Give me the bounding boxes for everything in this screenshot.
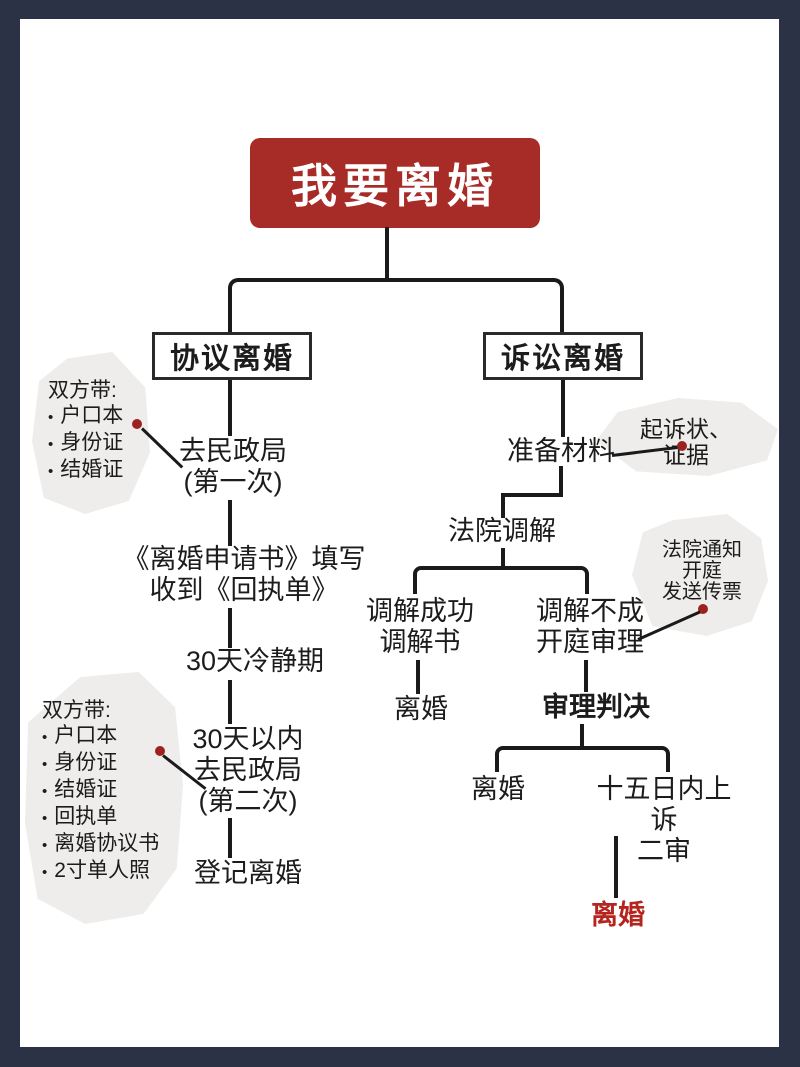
note-item: • 户口本 bbox=[42, 723, 159, 750]
connector-right-jog-v1 bbox=[559, 466, 563, 495]
connector-left-2 bbox=[228, 500, 232, 546]
note-dot-second bbox=[155, 746, 165, 756]
note-item-label: 结婚证 bbox=[54, 778, 118, 801]
bullet-icon: • bbox=[42, 864, 48, 881]
connector-right-2 bbox=[501, 548, 505, 566]
node-appeal-second-instance: 十五日内上诉 二审 bbox=[596, 774, 732, 866]
note-documents-first: 双方带: • 户口本 • 身份证 • 结婚证 bbox=[48, 378, 123, 484]
node-register-divorce: 登记离婚 bbox=[194, 858, 302, 888]
note-item-label: 2寸单人照 bbox=[54, 859, 150, 882]
node-final-divorce: 离婚 bbox=[591, 900, 645, 930]
note-item-list: • 户口本 • 身份证 • 结婚证 bbox=[48, 403, 123, 484]
node-agreement-divorce: 协议离婚 bbox=[152, 332, 312, 380]
node-civil-office-first: 去民政局 (第一次) bbox=[179, 436, 287, 497]
note-dot-court-notice bbox=[698, 604, 708, 614]
note-item: • 离婚协议书 bbox=[42, 831, 159, 858]
note-blob-top-left bbox=[32, 352, 150, 514]
node-prepare-materials: 准备材料 bbox=[507, 436, 615, 466]
note-item: • 身份证 bbox=[42, 750, 159, 777]
note-title: 双方带: bbox=[42, 699, 111, 722]
note-item-label: 离婚协议书 bbox=[54, 832, 160, 855]
connector-left-4 bbox=[228, 680, 232, 724]
note-court-notice: 法院通知 开庭 发送传票 bbox=[662, 539, 742, 603]
connector-appeal-down bbox=[614, 836, 618, 898]
node-judgment-divorce: 离婚 bbox=[471, 774, 525, 804]
note-blob-bottom-left bbox=[25, 672, 183, 924]
note-blob-court-notice bbox=[632, 514, 768, 636]
connector-right-jog-v2 bbox=[501, 495, 505, 518]
note-item: • 结婚证 bbox=[48, 457, 123, 484]
connector-split-main bbox=[228, 278, 564, 332]
node-application-form: 《离婚申请书》填写 收到《回执单》 bbox=[122, 544, 366, 605]
node-mediation-success: 调解成功 调解书 bbox=[366, 596, 474, 657]
note-item-label: 结婚证 bbox=[60, 458, 124, 481]
note-documents-second: 双方带: • 户口本 • 身份证 • 结婚证 • 回执单 • 离婚协议书 • 2寸单人照 bbox=[42, 698, 159, 885]
node-trial-judgment: 审理判决 bbox=[542, 692, 650, 722]
page-title: 我要离婚 bbox=[291, 160, 499, 212]
note-title: 双方带: bbox=[48, 379, 117, 402]
node-label: 协议离婚 bbox=[169, 343, 294, 375]
bullet-icon: • bbox=[48, 463, 54, 480]
bullet-icon: • bbox=[42, 756, 48, 773]
bullet-icon: • bbox=[42, 783, 48, 800]
note-item-label: 身份证 bbox=[60, 431, 124, 454]
note-dot-lawsuit bbox=[677, 441, 687, 451]
note-item: • 2寸单人照 bbox=[42, 858, 159, 885]
note-blob-lawsuit bbox=[596, 398, 778, 476]
connector-right-1 bbox=[561, 380, 565, 437]
node-court-mediation: 法院调解 bbox=[448, 516, 556, 546]
node-litigation-divorce: 诉讼离婚 bbox=[483, 332, 643, 380]
note-dot-first bbox=[132, 419, 142, 429]
title-box: 我要离婚 bbox=[250, 138, 540, 228]
bullet-icon: • bbox=[42, 837, 48, 854]
node-mediation-divorce: 离婚 bbox=[394, 694, 448, 724]
note-item: • 结婚证 bbox=[42, 777, 159, 804]
bullet-icon: • bbox=[42, 729, 48, 746]
connector-split-judgment bbox=[495, 746, 670, 772]
note-item: • 身份证 bbox=[48, 430, 123, 457]
connector-title-down bbox=[385, 227, 389, 282]
note-item-label: 户口本 bbox=[60, 404, 124, 427]
node-civil-office-second: 30天以内 去民政局 (第二次) bbox=[192, 724, 304, 816]
note-item: • 户口本 bbox=[48, 403, 123, 430]
bullet-icon: • bbox=[48, 436, 54, 453]
note-item-list: • 户口本 • 身份证 • 结婚证 • 回执单 • 离婚协议书 • 2寸单人照 bbox=[42, 723, 159, 885]
bullet-icon: • bbox=[42, 810, 48, 827]
node-label: 诉讼离婚 bbox=[500, 343, 625, 375]
connector-left-5 bbox=[228, 818, 232, 858]
note-lawsuit-evidence: 起诉状、证据 bbox=[640, 416, 732, 468]
node-mediation-fail: 调解不成 开庭审理 bbox=[536, 596, 644, 657]
connector-right-jog-h bbox=[501, 493, 563, 497]
note-item-label: 身份证 bbox=[54, 751, 118, 774]
connector-split-mediation bbox=[413, 566, 589, 594]
connector-fail-down bbox=[584, 660, 588, 692]
connector-success-down bbox=[416, 660, 420, 694]
note-item-label: 户口本 bbox=[54, 724, 118, 747]
bullet-icon: • bbox=[48, 409, 54, 426]
node-cooling-period: 30天冷静期 bbox=[185, 646, 325, 676]
note-item: • 回执单 bbox=[42, 804, 159, 831]
note-item-label: 回执单 bbox=[54, 805, 118, 828]
connector-left-3 bbox=[228, 608, 232, 648]
connector-judgment-down bbox=[580, 724, 584, 746]
connector-left-1 bbox=[228, 380, 232, 436]
